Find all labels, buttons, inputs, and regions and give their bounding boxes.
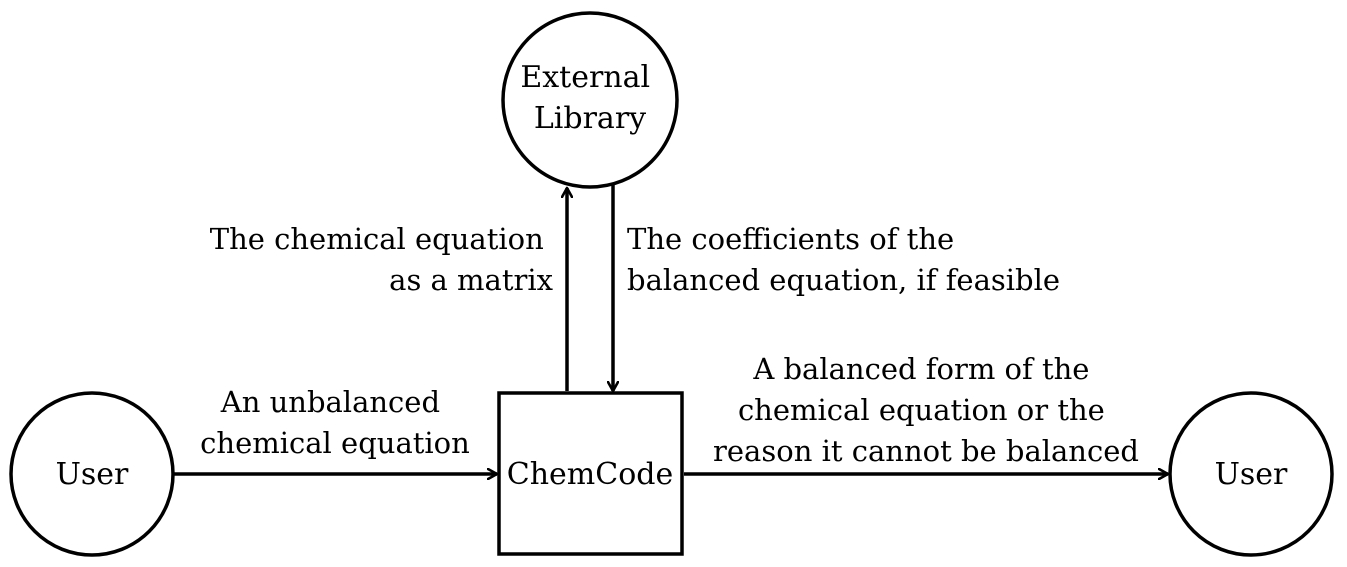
edge-label-library-to-chemcode-line-1: The coefficients of the <box>627 222 954 256</box>
edge-label-chemcode-to-library-line-2: as a matrix <box>389 263 553 297</box>
edge-label-user-to-chemcode: An unbalanced chemical equation <box>200 385 470 460</box>
external-library-node: External Library <box>501 11 679 189</box>
chemcode-box <box>497 391 684 556</box>
user-sink-node: User <box>1168 391 1334 557</box>
external-library-label-line-2: Library <box>534 101 646 136</box>
external-library-circle <box>501 11 679 189</box>
edge-label-chemcode-to-user-line-1: A balanced form of the <box>752 352 1089 386</box>
chemcode-label: ChemCode <box>507 457 673 492</box>
edge-label-chemcode-to-user: A balanced form of the chemical equation… <box>713 352 1139 468</box>
user-sink-circle <box>1168 391 1334 557</box>
edge-label-chemcode-to-user-line-2: chemical equation or the <box>738 393 1105 427</box>
user-source-node: User <box>9 391 175 557</box>
chemcode-node: ChemCode <box>497 391 684 556</box>
edge-label-library-to-chemcode-line-2: balanced equation, if feasible <box>627 263 1060 297</box>
edge-label-chemcode-to-library: The chemical equation as a matrix <box>210 222 553 297</box>
user-source-label: User <box>56 457 129 492</box>
edge-label-chemcode-to-user-line-3: reason it cannot be balanced <box>713 434 1139 468</box>
edge-label-library-to-chemcode: The coefficients of the balanced equatio… <box>627 222 1060 297</box>
external-library-label: External Library <box>520 60 659 136</box>
external-library-label-line-1: External <box>520 60 650 95</box>
edge-label-user-to-chemcode-line-1: An unbalanced <box>220 385 440 419</box>
edge-label-user-to-chemcode-line-2: chemical equation <box>200 426 470 460</box>
user-sink-label: User <box>1215 457 1288 492</box>
edge-label-chemcode-to-library-line-1: The chemical equation <box>210 222 544 256</box>
